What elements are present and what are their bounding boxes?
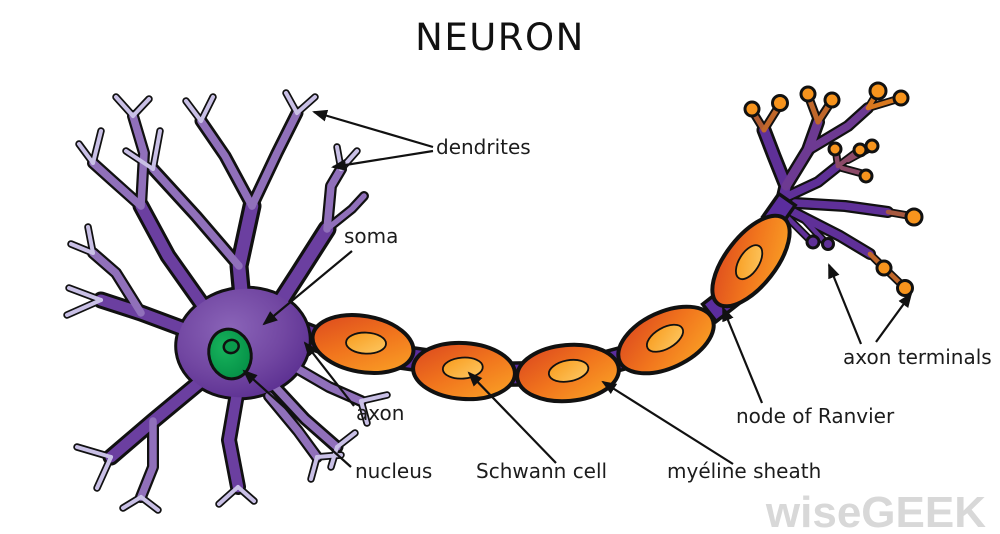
label-axon-terminals: axon terminals [843,345,992,369]
terminal-knobs [743,81,924,297]
diagram-title: NEURON [415,16,585,59]
label-dendrites: dendrites [436,135,531,159]
myelin-segment [710,213,792,309]
arrow-node-of-ranvier [721,306,764,404]
arrow-myeline-sheath [601,380,734,465]
myelin-segment [515,342,621,404]
label-nucleus: nucleus [355,459,433,483]
myelin-segment [411,340,517,402]
label-node-of-ranvier: node of Ranvier [736,404,895,428]
label-schwann-cell: Schwann cell [476,459,608,483]
myelin-segment [616,304,716,376]
arrow-axon [303,341,355,407]
nucleus-shape [207,327,253,381]
label-myeline-sheath: myéline sheath [667,459,822,483]
arrow-soma [262,250,353,326]
arrow-axon-terminals-left [827,263,863,345]
callout-arrows [242,109,913,468]
label-axon: axon [356,401,405,425]
arrow-schwann-cell [467,371,557,464]
label-soma: soma [344,224,399,248]
dendrites-illustration [63,89,391,514]
myelin-segment [310,313,416,375]
arrow-dendrites-upper [312,109,434,149]
nucleolus-shape [222,338,240,355]
myelin-sheath [310,213,792,404]
wisegeek-watermark: wiseGEEK [765,488,986,534]
axon-terminals-illustration [743,81,924,297]
arrow-axon-terminals-right [875,292,913,343]
arrow-dendrites-lower [331,149,434,171]
arrow-nucleus [242,369,352,468]
